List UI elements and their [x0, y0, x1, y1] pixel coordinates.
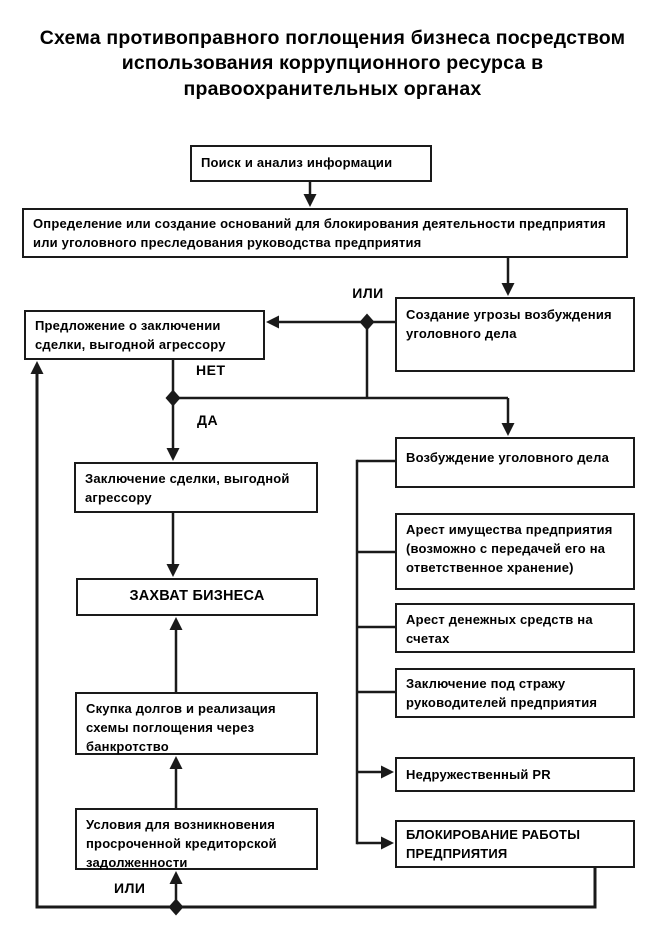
diagram-title: Схема противоправного поглощения бизнеса…: [39, 27, 626, 100]
node-executives-custody: Заключение под стражу руководителей пред…: [395, 668, 635, 718]
node-threat-of-criminal-case: Создание угрозы возбуждения уголовного д…: [395, 297, 635, 372]
node-accounts-arrest: Арест денежных средств на счетах: [395, 603, 635, 653]
connector-search-to-grounds: [303, 182, 317, 207]
connector-no-branch-to-criminal-case: [173, 396, 515, 436]
node-debt-buyout-bankruptcy: Скупка долгов и реализация схемы поглоще…: [75, 692, 318, 755]
node-property-arrest: Арест имущества предприятия (возможно с …: [395, 513, 635, 590]
arrowhead-down-icon: [501, 423, 515, 436]
node-overdue-debt-conditions: Условия для возникновения просроченной к…: [75, 808, 318, 870]
arrowhead-up-icon: [169, 617, 183, 630]
node-search-analysis: Поиск и анализ информации: [190, 145, 432, 182]
node-business-seizure: ЗАХВАТ БИЗНЕСА: [76, 578, 318, 616]
arrowhead-down-icon: [166, 448, 180, 461]
node-deal-conclusion: Заключение сделки, выгодной агрессору: [74, 462, 318, 513]
connector-conditions-to-debts: [169, 756, 183, 808]
arrowhead-right-icon: [381, 836, 394, 850]
connector-feedback-loop: [30, 361, 597, 909]
label-yes: ДА: [197, 412, 219, 428]
arrowhead-up-icon: [30, 361, 44, 374]
connector-deal-to-seizure: [166, 513, 180, 577]
connector-spine-right: [355, 459, 395, 850]
arrowhead-up-icon: [169, 756, 183, 769]
arrowhead-down-icon: [501, 283, 515, 296]
arrowhead-down-icon: [303, 194, 317, 207]
label-or-top: ИЛИ: [352, 285, 384, 301]
node-hostile-pr: Недружественный PR: [395, 757, 635, 792]
arrowhead-right-icon: [381, 765, 394, 779]
connector-offer-to-deal: [165, 360, 181, 461]
node-blocking-operations: БЛОКИРОВАНИЕ РАБОТЫ ПРЕДПРИЯТИЯ: [395, 820, 635, 868]
connector-grounds-to-threat: [501, 258, 515, 296]
arrowhead-left-icon: [266, 315, 279, 329]
connector-threat-to-offer: [266, 313, 395, 331]
label-no: НЕТ: [196, 362, 226, 378]
label-or-bottom: ИЛИ: [114, 880, 146, 896]
connector-debts-to-seizure: [169, 617, 183, 692]
node-grounds-creation: Определение или создание оснований для б…: [22, 208, 628, 258]
node-deal-offer: Предложение о заключении сделки, выгодно…: [24, 310, 265, 360]
arrowhead-up-icon: [169, 871, 183, 884]
connector-loop-to-conditions: [168, 871, 184, 916]
arrowhead-down-icon: [166, 564, 180, 577]
node-criminal-case-initiation: Возбуждение уголовного дела: [395, 437, 635, 488]
